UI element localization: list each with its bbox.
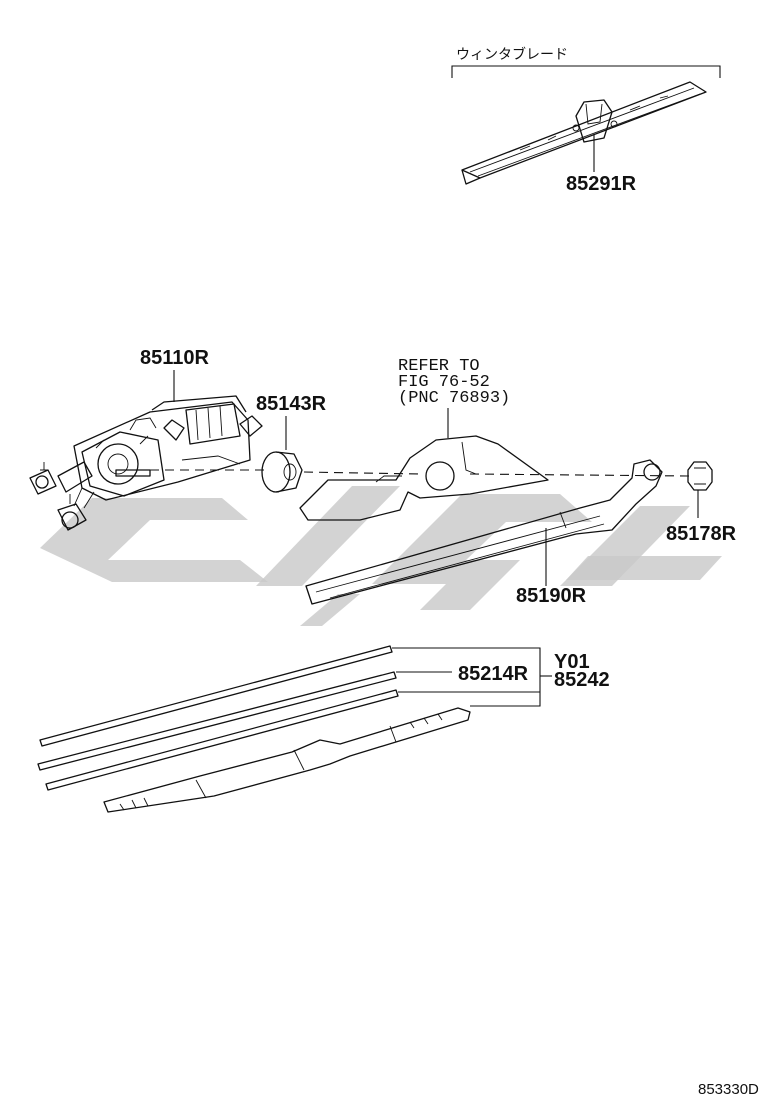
assembly-axis-line (150, 469, 691, 477)
nut-group: 85178R (666, 461, 737, 545)
pivot-cap-group: 85143R (256, 393, 327, 493)
refer-note: REFER TO FIG 76-52 (PNC 76893) (398, 357, 510, 438)
winter-blade-part[interactable] (461, 81, 707, 185)
figure-id: 853330D (698, 1081, 759, 1098)
winter-blade-label: ウィンタブレード (456, 46, 568, 62)
part-number-85178R[interactable]: 85178R (666, 523, 737, 545)
wiper-blade-part[interactable] (103, 707, 471, 813)
part-number-85190R[interactable]: 85190R (516, 585, 587, 607)
wiper-motor-group: 85110R (29, 347, 263, 531)
winter-blade-group: ウィンタブレード 85291R (451, 46, 721, 195)
wiper-arm-group: 85190R (305, 459, 663, 607)
refer-note-line1: REFER TO (398, 357, 480, 376)
blade-rubber-refill-2[interactable] (37, 671, 397, 771)
back-door-panel-outline (299, 435, 549, 521)
refer-note-line2: FIG 76-52 (398, 373, 490, 392)
wiper-blade-group: 85214R Y01 85242 (37, 645, 610, 813)
part-number-85214R[interactable]: 85214R (458, 663, 529, 685)
blade-rubber-refill-3[interactable] (45, 689, 399, 791)
part-number-85110R[interactable]: 85110R (140, 347, 210, 369)
wiper-arm-part[interactable] (305, 459, 663, 605)
watermark-logo (40, 486, 722, 626)
part-number-Y01[interactable]: Y01 (554, 651, 590, 673)
pivot-cap-part[interactable] (261, 451, 303, 493)
part-number-85242[interactable]: 85242 (554, 669, 610, 691)
part-number-85143R[interactable]: 85143R (256, 393, 327, 415)
part-number-85291R[interactable]: 85291R (566, 173, 637, 195)
refer-note-line3: (PNC 76893) (398, 389, 510, 408)
nut-part[interactable] (687, 461, 713, 491)
blade-rubber-refill-1[interactable] (39, 645, 393, 747)
wiper-motor-part[interactable] (29, 395, 263, 531)
